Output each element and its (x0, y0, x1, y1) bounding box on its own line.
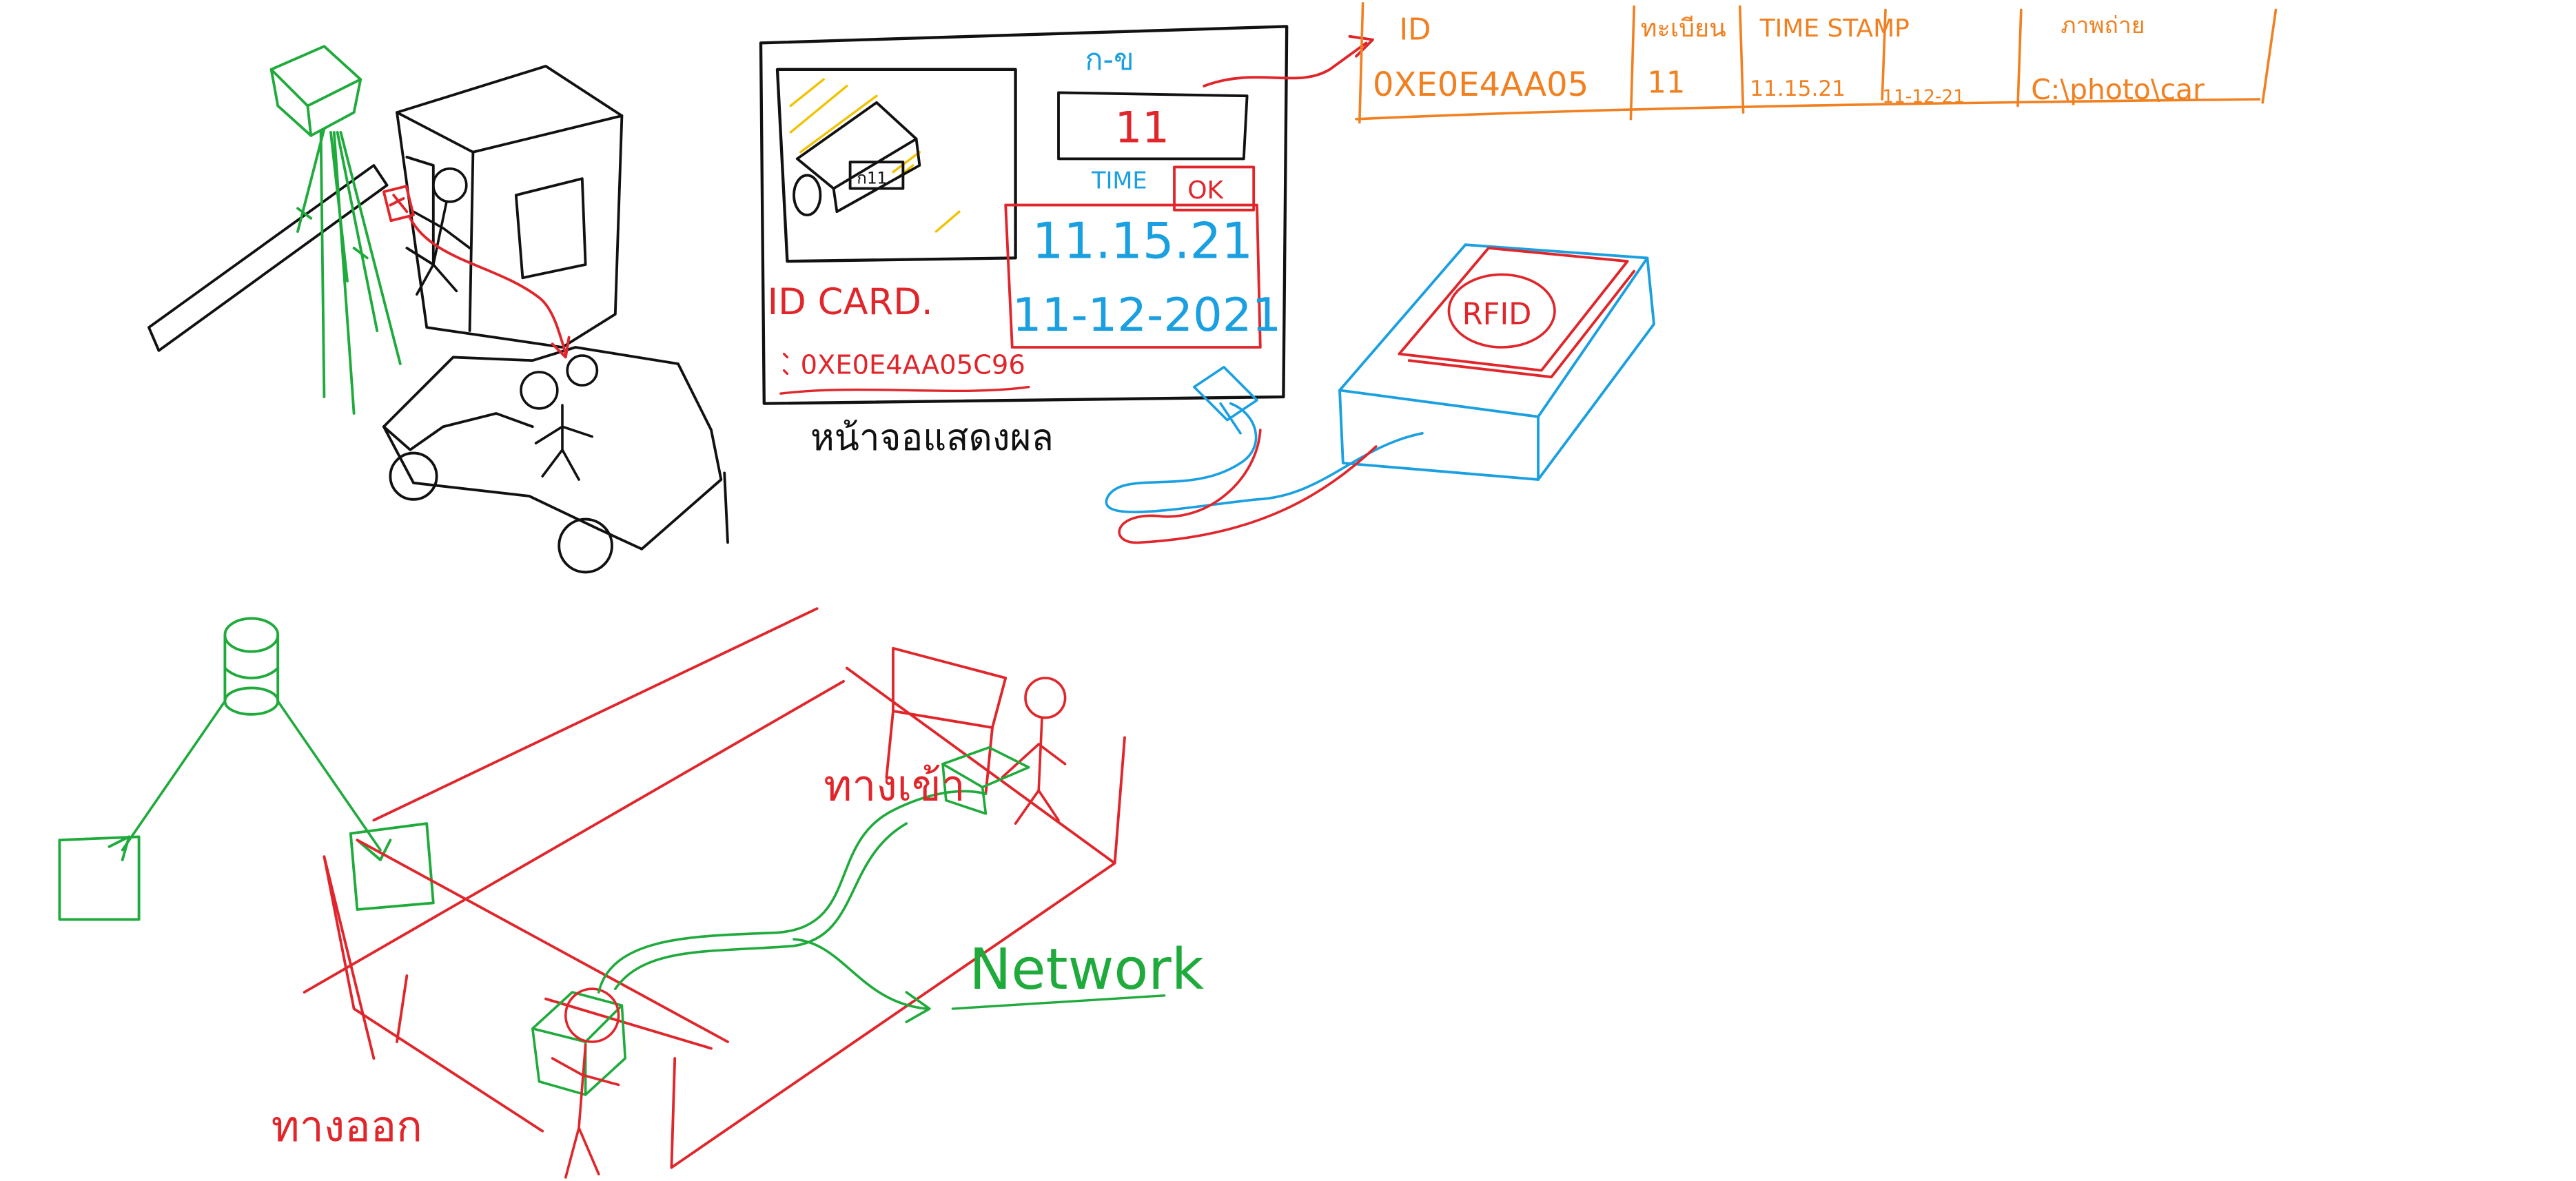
date-value: 11-12-2021 (1012, 288, 1281, 342)
id-value: 0XE0E4AA05C96 (801, 349, 1025, 380)
log-cell-time: 11.15.21 (1750, 76, 1846, 101)
gate-label-top: ทางเข้า (824, 761, 965, 811)
screen-caption: หน้าจอแสดงผล (810, 417, 1054, 459)
reader-cable-red (1118, 429, 1378, 544)
plate-field (1057, 91, 1249, 161)
time-label: TIME (1091, 167, 1147, 194)
network-arrowhead (905, 991, 931, 1024)
card-to-car-line (409, 216, 567, 356)
network-label: Network (969, 937, 1204, 1003)
camera-gate-top (941, 746, 1030, 815)
photo-plate-text: ก11 (857, 168, 886, 187)
log-table-grid (1355, 2, 2278, 124)
plate-value: 11 (1115, 102, 1169, 152)
gate-label-bottom: ทางออก (272, 1101, 422, 1151)
camera-icon (269, 45, 402, 415)
reader-connector (1193, 366, 1258, 435)
rfid-card-large (1398, 247, 1636, 379)
camera-gate-bottom (531, 991, 627, 1096)
client-box-left (58, 835, 141, 921)
network-cable-2 (614, 822, 908, 991)
log-header-plate: ทะเบียน (1641, 14, 1726, 43)
id-bullet (782, 352, 789, 376)
server-link-right (276, 699, 382, 852)
server-link-left (121, 699, 227, 852)
monitor-frame (759, 25, 1289, 405)
rfid-label: RFID (1462, 297, 1532, 331)
booth-scene (147, 45, 729, 574)
timestamp-box (1004, 203, 1262, 349)
network-cable-1 (597, 790, 988, 994)
rfid-reader: RFID (1105, 243, 1655, 544)
gate-person-top (1001, 677, 1067, 825)
time-value: 11.15.21 (1032, 212, 1254, 269)
log-header-time: TIME STAMP (1759, 14, 1910, 43)
log-cell-plate: 11 (1647, 65, 1685, 100)
network-underline (951, 994, 1166, 1010)
attendant-figure (412, 167, 471, 296)
reader-box (1338, 243, 1655, 481)
reader-cable-blue (1105, 402, 1424, 513)
plate-label: ก-ข (1085, 43, 1134, 77)
screen-to-table-arrow (1203, 41, 1368, 88)
log-cell-date: 11-12-21 (1882, 86, 1965, 107)
client-box-right (349, 822, 435, 911)
booth-sketch (396, 65, 624, 349)
driver-figure (520, 354, 599, 481)
gate-person-bottom (551, 987, 620, 1179)
screen-mockup: ก11 ก-ข 11 TIME OK 11.15.21 11-12-2021 I… (759, 25, 1374, 459)
lane-outline (303, 607, 1126, 1169)
log-header-path: ภาพถ่าย (2061, 12, 2145, 39)
log-cell-path: C:\photo\car (2031, 73, 2205, 106)
card-to-car-arrowhead (551, 336, 571, 359)
ok-label: OK (1187, 176, 1224, 205)
car-photo: ก11 (789, 78, 961, 233)
ok-button[interactable] (1173, 165, 1256, 212)
network-arrow (793, 938, 928, 1010)
server-icon (223, 617, 280, 716)
log-cell-id: 0XE0E4AA05 (1373, 65, 1588, 104)
rfid-badge (1447, 273, 1556, 349)
log-table: ID ทะเบียน TIME STAMP ภาพถ่าย 0XE0E4AA05… (1355, 2, 2278, 124)
network-layout: Network ทางเข้า ทางออก (58, 607, 1205, 1179)
rfid-card-small (382, 185, 415, 223)
barrier-arm (147, 164, 389, 352)
id-card-label: ID CARD. (768, 281, 933, 323)
id-underline (779, 385, 1030, 395)
car-sketch (382, 346, 729, 574)
log-header-id: ID (1399, 13, 1431, 48)
